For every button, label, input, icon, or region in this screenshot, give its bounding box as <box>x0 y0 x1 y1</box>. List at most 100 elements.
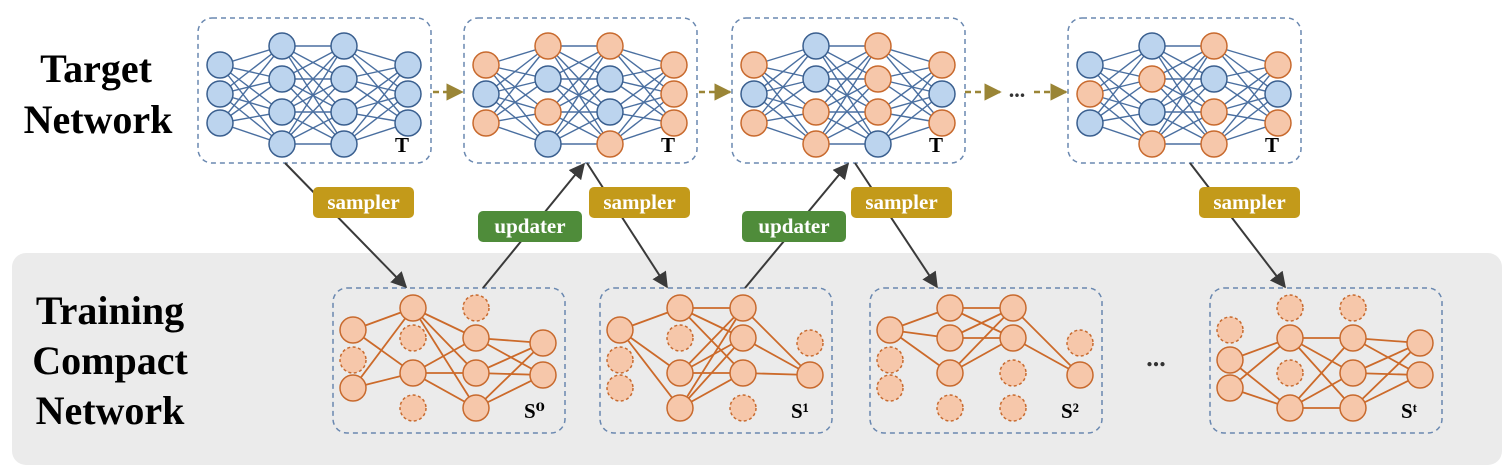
target-edge <box>281 78 345 145</box>
pruned-neuron <box>1276 359 1304 387</box>
target-edge <box>1089 64 1153 145</box>
neuron <box>1138 32 1166 60</box>
training-label-line2: Compact <box>32 338 188 383</box>
updater-badge: updater <box>742 211 846 242</box>
active-neuron <box>606 316 634 344</box>
sampler-arrow <box>1189 162 1286 289</box>
active-neuron <box>876 316 904 344</box>
target-edge <box>547 78 611 145</box>
neuron <box>1076 51 1104 79</box>
pruned-neuron <box>1216 316 1244 344</box>
sampled-neuron <box>1200 32 1228 60</box>
compact-edge <box>1012 307 1081 376</box>
sampler-badge: sampler <box>851 187 952 218</box>
compact-ellipsis: ... <box>1146 343 1166 372</box>
target-label-line1: Target <box>40 46 153 91</box>
pruned-neuron <box>1339 294 1367 322</box>
compact-edge <box>619 329 681 409</box>
updater-badge-label: updater <box>494 214 565 238</box>
pruned-neuron <box>936 394 964 422</box>
sampled-neuron <box>1264 51 1292 79</box>
sampled-neuron <box>1076 80 1104 108</box>
neuron <box>802 32 830 60</box>
sampled-neuron <box>534 32 562 60</box>
transition-arrow-2: ... <box>965 77 1068 102</box>
sampled-neuron <box>864 32 892 60</box>
target-edge <box>219 64 283 145</box>
active-neuron <box>666 294 694 322</box>
neuron <box>596 98 624 126</box>
active-neuron <box>399 294 427 322</box>
target-tag: T <box>395 133 409 157</box>
target-edge <box>485 45 549 124</box>
pruned-neuron <box>729 394 757 422</box>
compact-edge <box>742 307 811 376</box>
neuron <box>330 130 358 158</box>
compact-edge <box>412 307 477 409</box>
target-edge <box>1151 45 1215 145</box>
sampled-neuron <box>864 98 892 126</box>
target-edge <box>343 45 409 124</box>
active-neuron <box>936 294 964 322</box>
target-label-line2: Network <box>24 97 174 142</box>
active-neuron <box>1339 359 1367 387</box>
target-edge <box>547 45 611 113</box>
active-neuron <box>1406 329 1434 357</box>
target-edge <box>1151 78 1215 145</box>
sampled-neuron <box>1264 109 1292 137</box>
active-neuron <box>339 316 367 344</box>
updater-badge-label: updater <box>758 214 829 238</box>
training-label-line3: Network <box>36 388 186 433</box>
neuron <box>206 109 234 137</box>
active-neuron <box>529 361 557 389</box>
neuron <box>394 51 422 79</box>
compact-network-2: S² <box>869 287 1103 434</box>
pruned-neuron <box>1066 329 1094 357</box>
pruned-neuron <box>876 346 904 374</box>
transition-ellipsis: ... <box>1009 77 1026 102</box>
sampler-badge: sampler <box>1199 187 1300 218</box>
active-neuron <box>1339 324 1367 352</box>
sampled-neuron <box>660 80 688 108</box>
target-network-1: T <box>463 17 698 164</box>
sampled-neuron <box>1138 130 1166 158</box>
sampled-neuron <box>472 51 500 79</box>
target-edge <box>609 45 675 124</box>
sampler-badge-bg <box>589 187 690 218</box>
neuron <box>394 109 422 137</box>
compact-edge <box>679 337 744 409</box>
sampled-neuron <box>928 51 956 79</box>
active-neuron <box>462 324 490 352</box>
neuron <box>534 130 562 158</box>
active-neuron <box>1216 374 1244 402</box>
compact-network-0: S⁰ <box>332 287 566 434</box>
target-edge <box>877 45 943 124</box>
active-neuron <box>666 359 694 387</box>
neuron <box>864 130 892 158</box>
pruned-neuron <box>462 294 490 322</box>
compact-tag: S¹ <box>791 399 809 423</box>
neuron <box>472 80 500 108</box>
sampler-badge-label: sampler <box>603 190 675 214</box>
sampled-neuron <box>928 109 956 137</box>
compact-network-box <box>869 287 1103 434</box>
sampler-arrow <box>854 162 938 289</box>
sampled-neuron <box>1138 65 1166 93</box>
neuron <box>1076 109 1104 137</box>
active-neuron <box>1406 361 1434 389</box>
neuron <box>330 98 358 126</box>
sampled-neuron <box>864 65 892 93</box>
updater-badge-bg <box>478 211 582 242</box>
neuron <box>1138 98 1166 126</box>
sampled-neuron <box>1200 130 1228 158</box>
pruned-neuron <box>399 324 427 352</box>
neuron <box>268 130 296 158</box>
active-neuron <box>529 329 557 357</box>
active-neuron <box>729 294 757 322</box>
active-neuron <box>462 394 490 422</box>
target-edge <box>547 45 611 145</box>
active-neuron <box>666 394 694 422</box>
compact-edge <box>1352 342 1421 409</box>
